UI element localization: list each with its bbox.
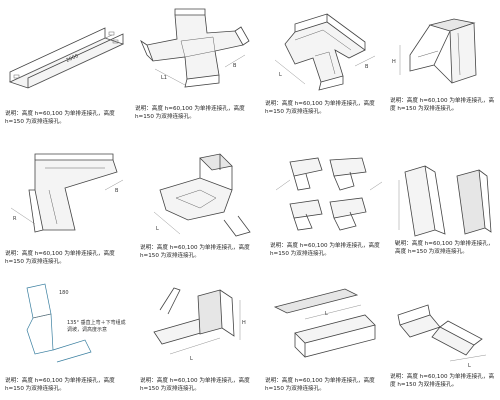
angle-label: 180 (59, 290, 69, 296)
tee-drawing: L B 说明：高度 h=60,100 为单排连接孔，高度 h=150 为双排连接… (265, 10, 385, 120)
caption-8: 说明：高度 h=60,100 为单排连接孔，高度 h=150 为双排连接孔。 (395, 241, 494, 255)
vertical-elbow-drawing: H 说明：高度 h=60,100 为单排连接孔，高度 h=150 为双排连接孔。 (390, 15, 495, 120)
reducer-drawing: L 说明：高度 h=60,100 为单排连接孔，高度 h=150 为双排连接孔。 (395, 160, 495, 265)
caption-5: 说明：高度 h=60,100 为单排连接孔，高度 h=150 为双排连接孔。 (5, 251, 115, 265)
caption-9: 说明：高度 h=60,100 为单排连接孔，高度 h=150 为双排连接孔。 (5, 378, 115, 392)
tee-cross-set-drawing: 说明：高度 h=60,100 为单排连接孔，高度 h=150 为双排连接孔。 (270, 150, 385, 270)
r-label: R (13, 216, 17, 222)
l-label-6: L (468, 363, 471, 369)
straight-tray-drawing: 2000 说明：高度 h=60,100 为单排连接孔，高度 h=150 为双排连… (5, 10, 125, 125)
adjustable-slope-drawing: 180 135° 垂直上弯＋下弯组成调坡，调高度示意 说明：高度 h=60,10… (5, 280, 130, 395)
l-label-2: L (156, 226, 159, 232)
b-label-3: B (115, 188, 119, 194)
angle-connector-drawing: L 说明：高度 h=60,100 为单排连接孔，高度 h=150 为双排连接孔。 (390, 285, 495, 395)
cross-tee-drawing: L1 B 说明：高度 h=60,100 为单排连接孔，高度 h=150 为双排连… (135, 5, 255, 120)
slope-note: 135° 垂直上弯＋下弯组成调坡，调高度示意 (67, 320, 126, 333)
horizontal-elbow-drawing: R B 说明：高度 h=60,100 为单排连接孔，高度 h=150 为双排连接… (5, 150, 130, 265)
caption-6: 说明：高度 h=60,100 为单排连接孔，高度 h=150 为双排连接孔。 (140, 245, 250, 259)
h-label-2: H (242, 320, 246, 326)
caption-10: 说明：高度 h=60,100 为单排连接孔，高度 h=150 为双排连接孔。 (140, 378, 250, 392)
l-label-5: L (325, 311, 328, 317)
caption-11: 说明：高度 h=60,100 为单排连接孔，高度 h=150 为双排连接孔。 (265, 378, 375, 392)
caption-7: 说明：高度 h=60,100 为单排连接孔，高度 h=150 为双排连接孔。 (270, 243, 380, 257)
caption-2: 说明：高度 h=60,100 为单排连接孔，高度 h=150 为双排连接孔。 (135, 106, 245, 120)
b-label: B (233, 63, 237, 69)
b-label-2: B (365, 64, 369, 70)
caption-12: 说明：高度 h=60,100 为单排连接孔，高度 h=150 为双排连接孔。 (390, 374, 495, 388)
caption-1: 说明：高度 h=60,100 为单排连接孔，高度 h=150 为双排连接孔。 (5, 111, 115, 125)
caption-3: 说明：高度 h=60,100 为单排连接孔，高度 h=150 为双排连接孔。 (265, 101, 375, 115)
l-label: L (279, 72, 282, 78)
h-label: H (392, 59, 396, 65)
l1-label: L1 (161, 75, 167, 81)
l-label-4: L (190, 356, 193, 362)
caption-4: 说明：高度 h=60,100 为单排连接孔，高度 h=150 为双排连接孔。 (390, 98, 495, 112)
l-label-3: L (395, 240, 398, 246)
length-label: 2000 (65, 53, 79, 64)
cover-tray-drawing: L 说明：高度 h=60,100 为单排连接孔，高度 h=150 为双排连接孔。 (265, 285, 385, 395)
vertical-cross-drawing: L 说明：高度 h=60,100 为单排连接孔，高度 h=150 为双排连接孔。 (140, 150, 255, 270)
vertical-down-tee-drawing: H L 说明：高度 h=60,100 为单排连接孔，高度 h=150 为双排连接… (140, 280, 255, 395)
